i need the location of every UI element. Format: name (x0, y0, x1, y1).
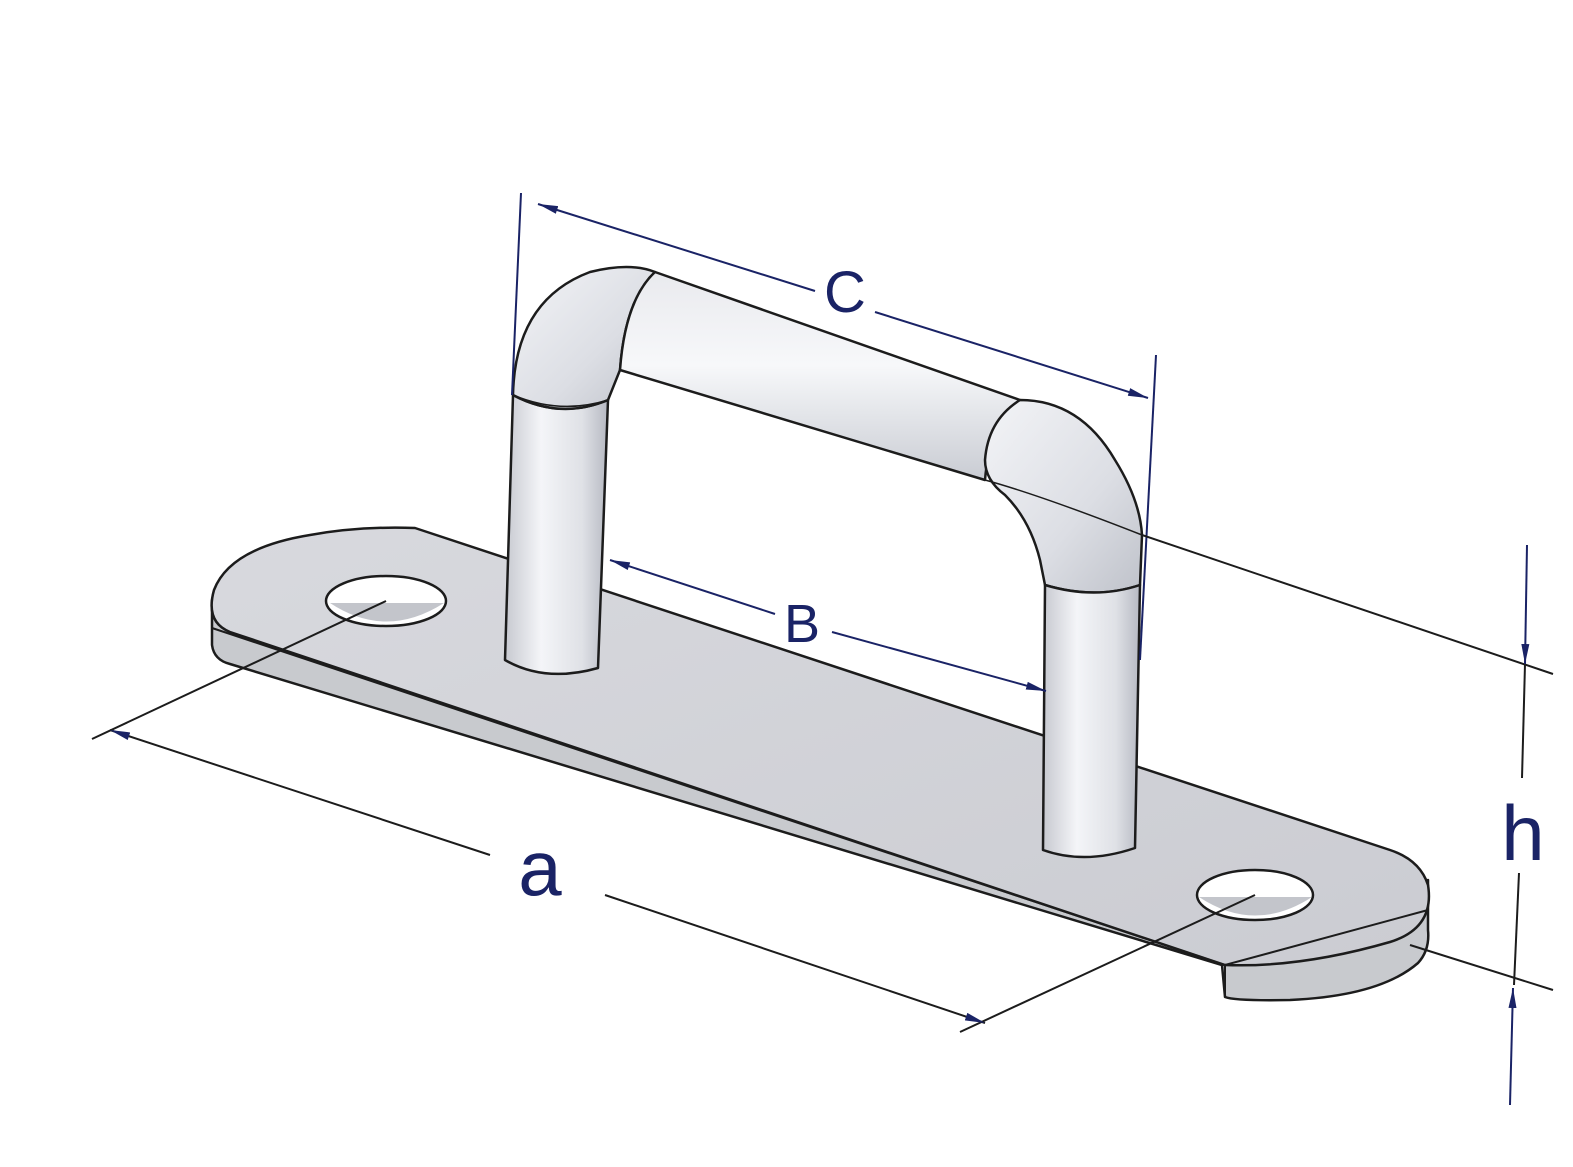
staple-right-bend (983, 398, 1144, 594)
staple-right-leg (1041, 583, 1142, 859)
staple-loop (503, 265, 1144, 859)
dim-c-line-left (537, 203, 816, 292)
dim-b-line-right (831, 631, 1047, 692)
dim-label-h: h (1501, 789, 1544, 877)
dim-c-line-right (874, 311, 1149, 399)
staple-left-leg (503, 393, 610, 676)
dim-a-line-right (604, 894, 986, 1024)
dim-label-b: B (784, 594, 820, 654)
dim-a-line-left (109, 729, 491, 856)
dim-label-c: C (824, 260, 866, 325)
dim-label-a: a (518, 824, 562, 912)
dim-b-line-left (609, 559, 776, 615)
dimension-lines (91, 192, 1554, 1106)
staple-top-bar (618, 270, 1022, 482)
dim-h-line-top (1521, 544, 1530, 665)
dim-h-line-bottom (1508, 987, 1517, 1106)
